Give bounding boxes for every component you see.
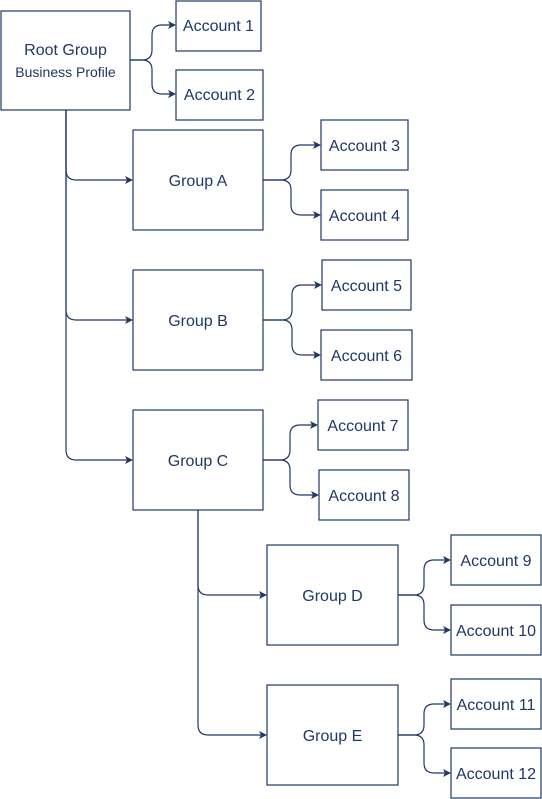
arrow-group-c-group-d	[259, 591, 267, 599]
edge-group-a-account-3	[263, 144, 315, 181]
edge-group-c-account-7	[263, 424, 312, 461]
account-10-node: Account 10	[450, 604, 542, 656]
edge-root-group-a	[65, 110, 127, 181]
edge-group-e-account-12	[398, 734, 445, 774]
account-6-node: Account 6	[320, 329, 413, 381]
group-e-node: Group E	[266, 684, 399, 786]
account-11-label: Account 11	[457, 697, 536, 714]
account-9-label: Account 9	[460, 553, 531, 570]
account-1-label: Account 1	[183, 18, 254, 35]
edge-group-e-account-11	[398, 703, 445, 736]
edge-group-d-account-9	[398, 559, 445, 596]
connectors	[65, 21, 451, 777]
edge-group-c-account-8	[263, 459, 313, 496]
arrow-root-group-c	[125, 456, 133, 464]
account-3-label: Account 3	[329, 138, 400, 155]
edge-group-c-group-d	[197, 510, 261, 596]
edge-root-account-1	[130, 24, 170, 61]
edge-group-b-account-6	[263, 319, 315, 356]
account-3-node: Account 3	[320, 119, 409, 171]
group-c-node: Group C	[132, 409, 264, 511]
account-4-label: Account 4	[329, 208, 400, 225]
arrow-root-account-1	[168, 21, 176, 29]
group-d-node: Group D	[266, 544, 399, 646]
account-12-node: Account 12	[450, 747, 542, 799]
group-d-label: Group D	[302, 588, 362, 605]
arrow-group-d-account-10	[443, 626, 451, 634]
edge-group-b-account-5	[263, 284, 316, 321]
arrow-group-c-group-e	[259, 731, 267, 739]
account-7-label: Account 7	[327, 418, 398, 435]
account-4-node: Account 4	[320, 189, 409, 241]
group-b-node: Group B	[132, 269, 264, 371]
arrow-group-e-account-11	[443, 700, 451, 708]
account-11-node: Account 11	[450, 678, 542, 730]
account-12-label: Account 12	[456, 766, 536, 783]
account-5-label: Account 5	[331, 278, 402, 295]
edge-root-group-b	[65, 110, 127, 321]
edge-group-c-group-e	[197, 510, 261, 736]
account-10-label: Account 10	[456, 623, 536, 640]
edge-root-account-2	[130, 59, 170, 95]
account-7-node: Account 7	[317, 399, 409, 451]
account-6-label: Account 6	[331, 348, 402, 365]
group-c-label: Group C	[168, 453, 228, 470]
account-9-node: Account 9	[450, 534, 542, 586]
arrow-group-a-account-3	[313, 141, 321, 149]
arrow-group-d-account-9	[443, 556, 451, 564]
account-2-node: Account 2	[175, 69, 264, 121]
root-group-title: Root Group	[24, 42, 107, 59]
account-2-label: Account 2	[184, 87, 255, 104]
account-5-node: Account 5	[321, 259, 412, 311]
account-8-label: Account 8	[328, 488, 399, 505]
edge-group-a-account-4	[263, 179, 315, 216]
arrow-group-c-account-8	[311, 491, 319, 499]
group-b-label: Group B	[168, 313, 228, 330]
group-a-label: Group A	[169, 173, 228, 190]
root-group-subtitle: Business Profile	[15, 64, 116, 80]
group-a-node: Group A	[132, 129, 264, 231]
root-group-node: Root Group Business Profile	[0, 10, 131, 111]
arrow-group-b-account-6	[313, 351, 321, 359]
account-8-node: Account 8	[318, 469, 410, 521]
arrow-group-a-account-4	[313, 211, 321, 219]
arrow-group-e-account-12	[443, 769, 451, 777]
arrow-root-account-2	[168, 90, 176, 98]
arrow-group-c-account-7	[310, 421, 318, 429]
edge-group-d-account-10	[398, 594, 445, 631]
arrow-root-group-b	[125, 316, 133, 324]
arrow-group-b-account-5	[314, 281, 322, 289]
group-e-label: Group E	[303, 728, 363, 745]
edge-root-group-c	[65, 110, 127, 461]
account-1-node: Account 1	[175, 0, 262, 52]
arrow-root-group-a	[125, 176, 133, 184]
